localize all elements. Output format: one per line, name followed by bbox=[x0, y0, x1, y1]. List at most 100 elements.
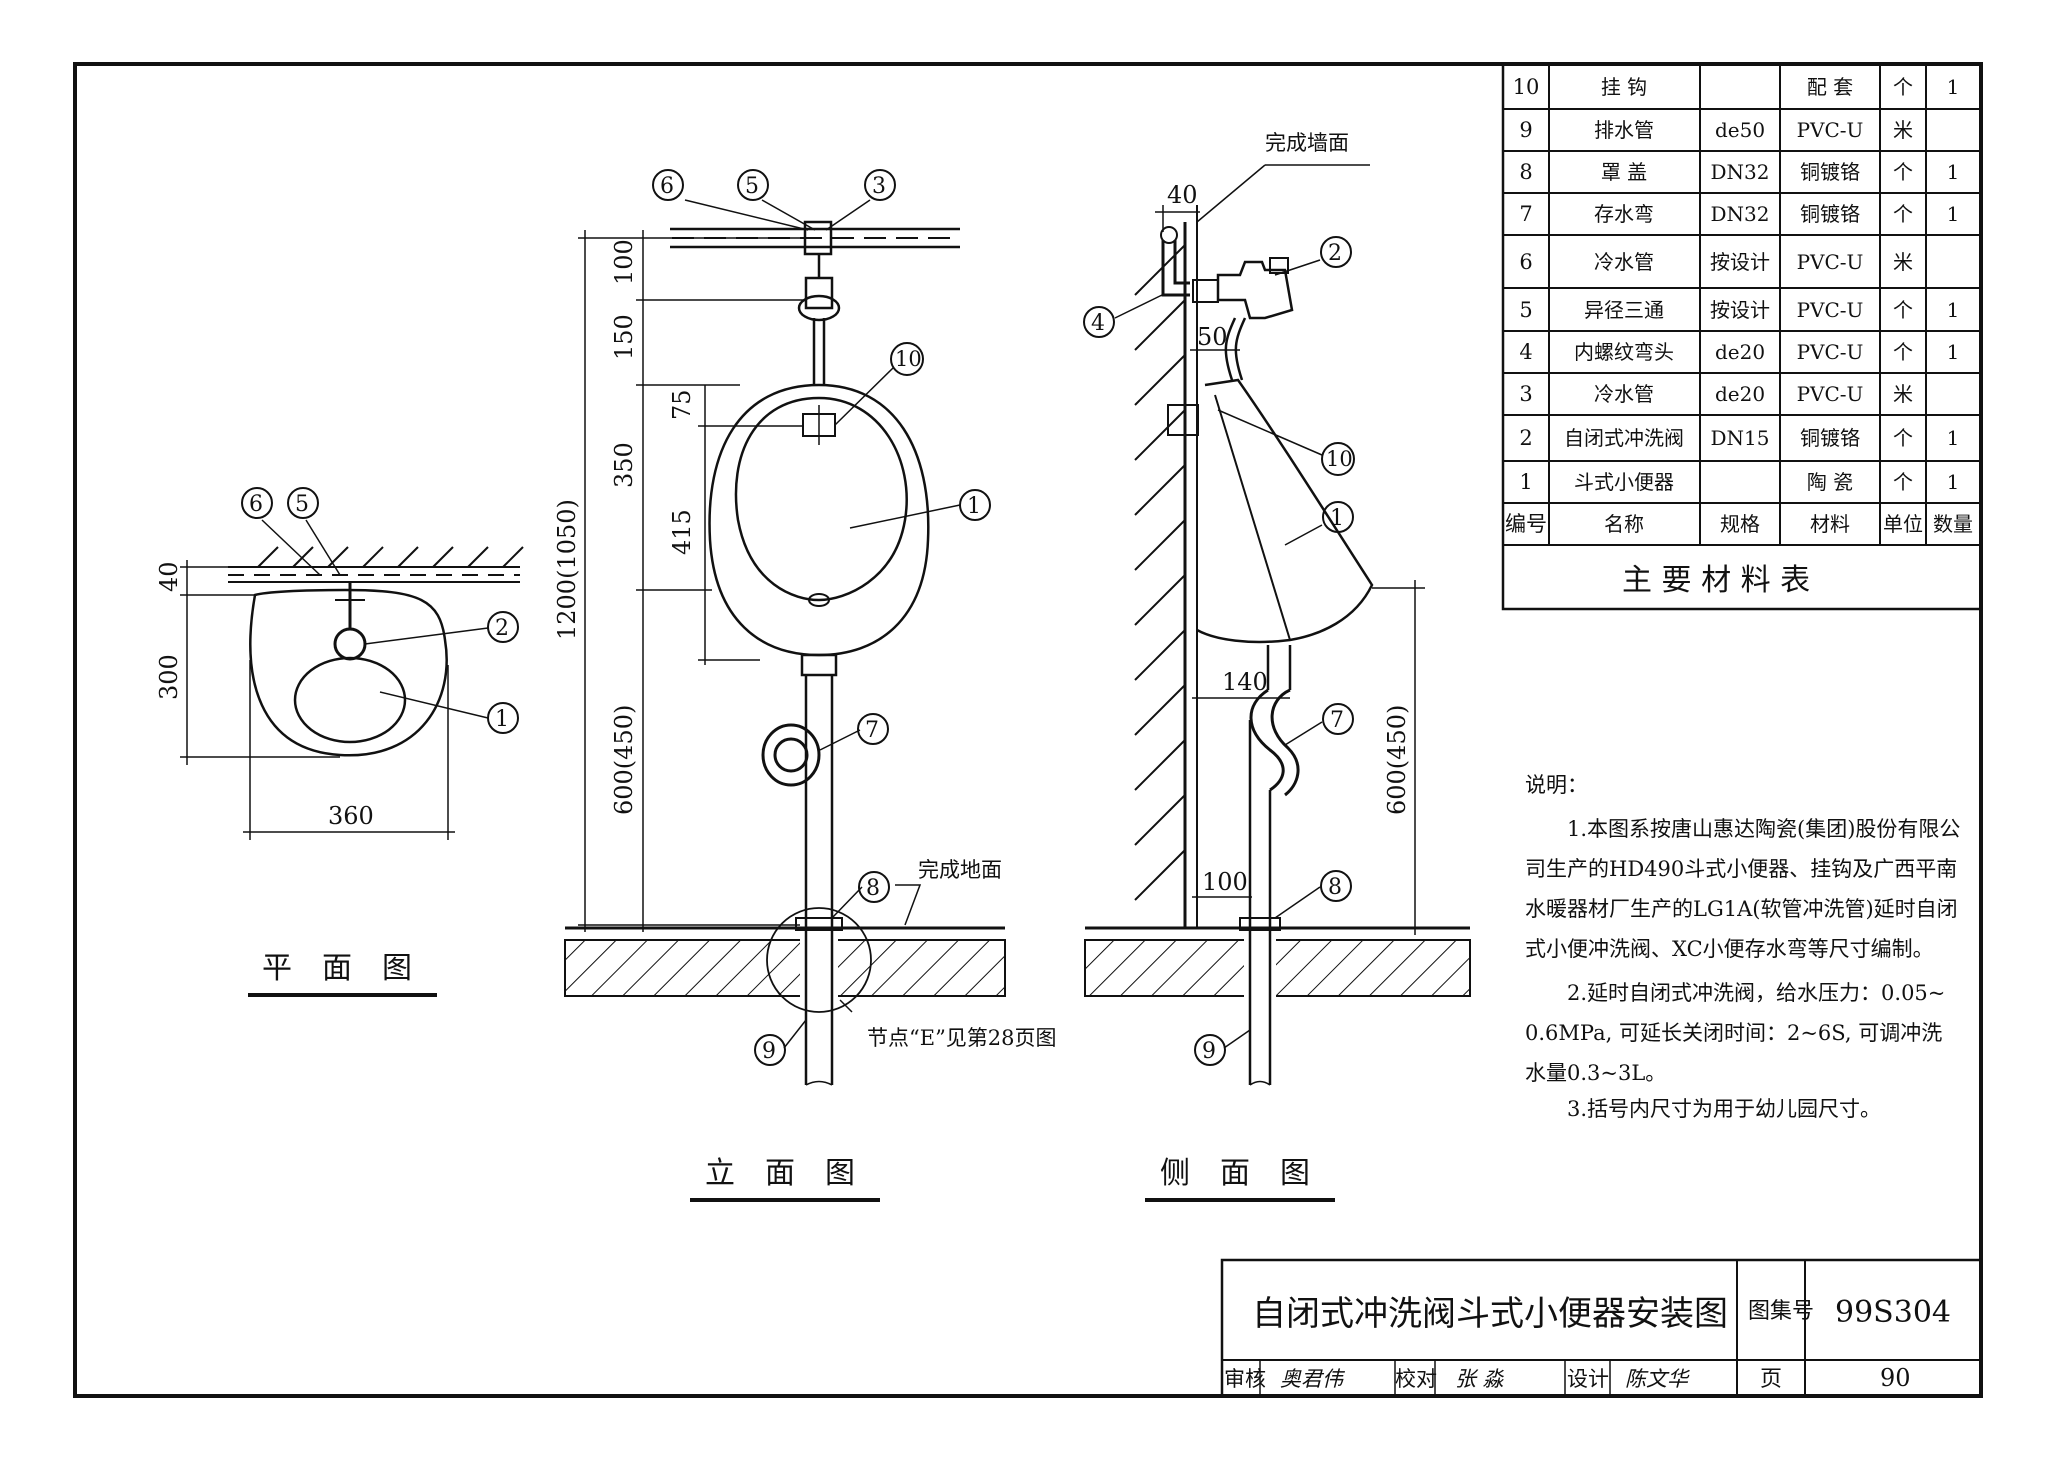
review-label: 审核 bbox=[1224, 1367, 1266, 1391]
svg-text:5: 5 bbox=[295, 492, 309, 517]
material-table-cell: 8 bbox=[1519, 160, 1532, 184]
material-table-header-cell: 名称 bbox=[1604, 512, 1644, 536]
material-table-cell: 3 bbox=[1519, 382, 1532, 406]
plan-dim-40: 40 bbox=[155, 561, 183, 592]
material-table-header-cell: 材料 bbox=[1810, 512, 1850, 536]
elev-node-ref-label: 节点“E”见第28页图 bbox=[867, 1026, 1057, 1050]
material-table-cell: 9 bbox=[1519, 118, 1532, 142]
plan-balloon-1: 1 bbox=[487, 702, 519, 734]
notes-line-2: 司生产的HD490斗式小便器、挂钩及广西平南 bbox=[1525, 857, 1957, 881]
material-table-cell: 10 bbox=[1513, 75, 1540, 99]
reviewer-signature: 奥君伟 bbox=[1280, 1367, 1346, 1391]
elev-balloon-3: 3 bbox=[864, 169, 896, 201]
side-floor-slab bbox=[1084, 939, 1471, 997]
material-table-cell: 个 bbox=[1893, 160, 1913, 184]
material-table-cell: 2 bbox=[1519, 426, 1532, 450]
material-table-cell: 按设计 bbox=[1710, 298, 1770, 322]
svg-text:10: 10 bbox=[1326, 447, 1353, 471]
page-label: 页 bbox=[1760, 1367, 1782, 1392]
title-block: 自闭式冲洗阀斗式小便器安装图 图集号 99S304 审核 奥君伟 校对 张 淼 … bbox=[1220, 1258, 1983, 1398]
svg-text:2: 2 bbox=[1328, 241, 1342, 266]
notes-line-1: 1.本图系按唐山惠达陶瓷(集团)股份有限公 bbox=[1567, 817, 1960, 841]
svg-text:8: 8 bbox=[866, 876, 880, 901]
elev-finished-floor-label: 完成地面 bbox=[918, 858, 1002, 882]
elev-balloon-5: 5 bbox=[737, 169, 769, 201]
material-table-cell: 内螺纹弯头 bbox=[1574, 340, 1674, 364]
material-table-cell: 个 bbox=[1893, 470, 1913, 494]
plan-wall-hatch bbox=[228, 546, 524, 583]
plan-view-title: 平 面 图 bbox=[262, 951, 412, 986]
side-balloon-9: 9 bbox=[1194, 1034, 1226, 1066]
side-balloon-7: 7 bbox=[1322, 703, 1354, 735]
side-dim-140: 140 bbox=[1222, 668, 1268, 696]
material-table-cell: PVC-U bbox=[1797, 298, 1864, 322]
material-table-cell: de50 bbox=[1715, 118, 1765, 142]
material-table-cell: 1 bbox=[1947, 160, 1960, 184]
material-table bbox=[1501, 62, 1983, 611]
plan-balloon-6: 6 bbox=[241, 487, 273, 519]
sheet-border bbox=[73, 62, 1983, 1398]
material-table-header-cell: 编号 bbox=[1505, 512, 1547, 536]
material-table-cell: 陶 瓷 bbox=[1807, 470, 1853, 494]
material-table-cell: 1 bbox=[1947, 298, 1960, 322]
side-balloon-10: 10 bbox=[1321, 442, 1355, 476]
svg-text:4: 4 bbox=[1091, 311, 1105, 336]
check-label: 校对 bbox=[1395, 1367, 1437, 1391]
elevation-view-title: 立 面 图 bbox=[705, 1156, 855, 1191]
side-view-title: 侧 面 图 bbox=[1160, 1156, 1310, 1191]
svg-text:9: 9 bbox=[1202, 1039, 1216, 1064]
material-table-cell: 存水弯 bbox=[1594, 202, 1654, 226]
material-table-cell: 米 bbox=[1893, 250, 1913, 274]
svg-text:6: 6 bbox=[660, 174, 674, 199]
elev-dim-600: 600(450) bbox=[610, 705, 638, 815]
svg-text:6: 6 bbox=[249, 492, 263, 517]
plan-view: 40 300 360 6 5 2 1 平 面 图 bbox=[155, 487, 524, 997]
elev-balloon-1: 1 bbox=[959, 489, 991, 521]
material-table-header-cell: 单位 bbox=[1883, 512, 1923, 536]
material-table-header-cell: 数量 bbox=[1933, 512, 1973, 536]
svg-text:2: 2 bbox=[495, 616, 509, 641]
material-table-cell: DN32 bbox=[1711, 160, 1770, 184]
svg-text:1: 1 bbox=[1330, 506, 1344, 531]
material-table-cell: 个 bbox=[1893, 426, 1913, 450]
elevation-floor-slab bbox=[564, 939, 1006, 997]
material-table-cell: 铜镀铬 bbox=[1800, 160, 1860, 184]
svg-text:1: 1 bbox=[967, 494, 981, 519]
material-table-cell: de20 bbox=[1715, 382, 1765, 406]
svg-text:7: 7 bbox=[1330, 708, 1344, 733]
material-table-cell: de20 bbox=[1715, 340, 1765, 364]
material-table-cell: PVC-U bbox=[1797, 382, 1864, 406]
design-label: 设计 bbox=[1567, 1367, 1609, 1391]
side-balloon-8: 8 bbox=[1320, 870, 1352, 902]
material-table-cell: DN32 bbox=[1711, 202, 1770, 226]
elevation-view: 100 150 350 75 415 1200(1050) 600(450) 6… bbox=[553, 169, 1057, 1202]
svg-text:10: 10 bbox=[895, 347, 922, 371]
elev-balloon-6: 6 bbox=[652, 169, 684, 201]
atlas-label: 图集号 bbox=[1748, 1299, 1814, 1324]
material-table-cell: 冷水管 bbox=[1594, 382, 1654, 406]
svg-text:7: 7 bbox=[865, 718, 879, 743]
plan-dim-300: 300 bbox=[155, 654, 183, 700]
elev-dim-150: 150 bbox=[610, 314, 638, 360]
notes-line-4: 式小便冲洗阀、XC小便存水弯等尺寸编制。 bbox=[1525, 937, 1934, 961]
material-table-cell: PVC-U bbox=[1797, 340, 1864, 364]
material-table-cell: 冷水管 bbox=[1594, 250, 1654, 274]
checker-signature: 张 淼 bbox=[1455, 1367, 1505, 1391]
material-table-cell: 5 bbox=[1519, 298, 1532, 322]
material-table-cell: 1 bbox=[1947, 426, 1960, 450]
side-finished-wall-label: 完成墙面 bbox=[1265, 131, 1349, 155]
material-table-cell: 挂 钩 bbox=[1601, 75, 1647, 99]
material-table-cell: 米 bbox=[1893, 382, 1913, 406]
material-table-cell: 铜镀铬 bbox=[1800, 202, 1860, 226]
atlas-number: 99S304 bbox=[1835, 1295, 1951, 1330]
designer-signature: 陈文华 bbox=[1625, 1367, 1690, 1391]
notes-line-5: 2.延时自闭式冲洗阀，给水压力：0.05~ bbox=[1567, 981, 1945, 1005]
material-table-cell: 铜镀铬 bbox=[1800, 426, 1860, 450]
plan-balloon-2: 2 bbox=[487, 611, 519, 643]
elev-balloon-7: 7 bbox=[857, 713, 889, 745]
material-table-cell: 自闭式冲洗阀 bbox=[1564, 426, 1684, 450]
material-table-cell: 1 bbox=[1947, 470, 1960, 494]
notes-block: 说明： 1.本图系按唐山惠达陶瓷(集团)股份有限公 司生产的HD490斗式小便器… bbox=[1525, 773, 1960, 1121]
